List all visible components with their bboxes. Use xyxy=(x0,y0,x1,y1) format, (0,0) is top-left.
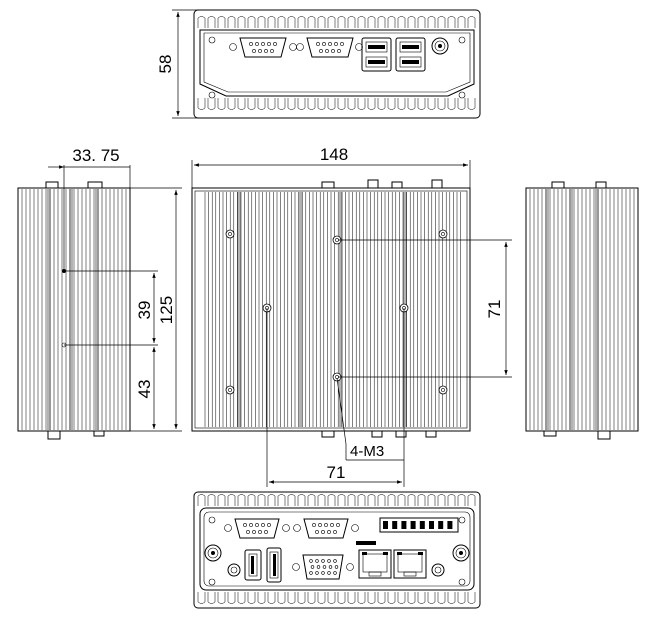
dimension-label-71-horizontal: 71 xyxy=(327,463,346,482)
right-side-fins xyxy=(529,189,635,430)
right-side-view xyxy=(525,181,639,440)
dimension-front-horizontal: 71 xyxy=(266,308,405,487)
ethernet-port-icon xyxy=(358,549,392,579)
heatsink-view xyxy=(191,179,471,438)
dimension-front-width: 148 xyxy=(191,145,471,188)
bottom-fins-upper xyxy=(197,494,476,506)
dimension-top-height: 58 xyxy=(156,9,206,119)
serial-port-icon xyxy=(229,37,297,58)
top-fins-upper xyxy=(197,16,476,28)
vga-port-icon xyxy=(292,554,354,580)
ethernet-port-icon xyxy=(393,549,427,579)
screw-callout: 4-M3 xyxy=(336,377,404,461)
serial-port-icon xyxy=(296,37,363,58)
top-view-panel xyxy=(193,9,481,119)
usb-port-icon xyxy=(395,37,426,72)
top-fins-lower xyxy=(197,98,476,110)
status-indicator xyxy=(356,541,376,545)
hdmi-port-icon xyxy=(266,547,282,583)
dimension-side-offset: 33. 75 xyxy=(48,146,131,270)
antenna-connector-icon xyxy=(204,544,222,562)
bottom-fins-lower xyxy=(197,592,476,604)
dimension-label-148: 148 xyxy=(320,145,348,164)
audio-jack-icon xyxy=(431,563,445,577)
dimension-label-39: 39 xyxy=(135,301,154,320)
usb-port-icon xyxy=(361,37,392,72)
screw-spec-label: 4-M3 xyxy=(350,443,384,460)
dimension-label-125: 125 xyxy=(157,296,176,324)
dimension-label-43: 43 xyxy=(135,380,154,399)
terminal-block-icon xyxy=(379,517,459,533)
dimension-label-58: 58 xyxy=(156,55,175,74)
serial-port-icon xyxy=(293,518,359,539)
serial-port-icon xyxy=(224,518,290,539)
dimension-label-71-vertical: 71 xyxy=(485,300,504,319)
power-button-icon xyxy=(431,37,449,55)
left-side-fins xyxy=(21,189,127,430)
dimension-side-height: 125 xyxy=(130,187,182,432)
usb-port-icon xyxy=(244,549,262,581)
audio-jack-icon xyxy=(227,563,241,577)
dimension-side-39-43: 39 43 xyxy=(64,270,162,432)
dimension-front-vertical: 71 xyxy=(338,239,512,378)
antenna-connector-icon xyxy=(452,544,470,562)
left-side-view xyxy=(17,181,131,440)
heatsink-fins xyxy=(204,192,461,427)
dimension-label-33-75: 33. 75 xyxy=(72,146,119,165)
bottom-view-panel xyxy=(193,491,481,609)
